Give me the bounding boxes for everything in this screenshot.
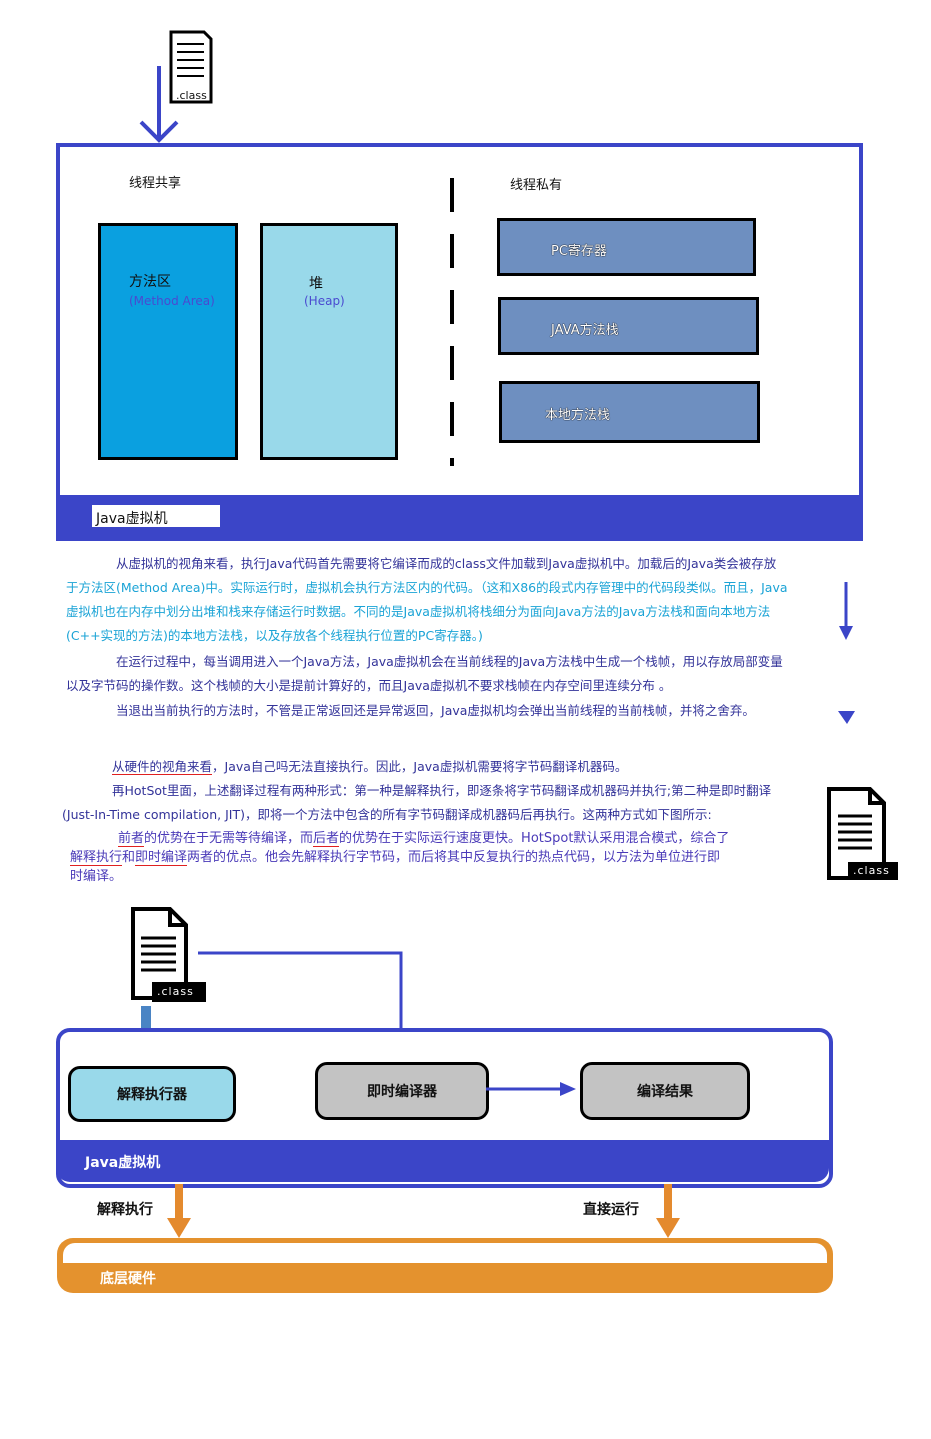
paragraph-2: 在运行过程中，每当调用进入一个Java方法，Java虚拟机会在当前线程的Java… (66, 650, 806, 698)
direct-run-arrow-label: 直接运行 (583, 1202, 639, 1218)
compile-result-label: 编译结果 (637, 1084, 693, 1100)
interpreter-box: 解释执行器 (68, 1066, 236, 1122)
p6-text-b: 的优势在于无需等待编译，而 (144, 831, 314, 846)
p6-latter: 后者 (313, 831, 340, 847)
p6-line-1: 前者的优势在于无需等待编译，而后者的优势在于实际运行速度更快。HotSpot默认… (118, 829, 858, 848)
p1-line-2: 于方法区(Method Area)中。实际运行时，虚拟机会执行方法区内的代码。（… (66, 580, 788, 595)
paragraph-6: 前者的优势在于无需等待编译，而后者的优势在于实际运行速度更快。HotSpot默认… (70, 829, 810, 886)
bottom-class-label: .class (157, 985, 194, 998)
p1-line-4: (C++实现的方法)的本地方法栈，以及存放各个线程执行位置的PC寄存器。) (66, 628, 483, 643)
p2-line-1: 在运行过程中，每当调用进入一个Java方法，Java虚拟机会在当前线程的Java… (116, 654, 783, 669)
java-stack-box (498, 297, 759, 355)
thread-shared-label: 线程共享 (129, 176, 182, 191)
native-stack-box (499, 381, 760, 443)
jvm-bottom-footer (56, 1140, 829, 1182)
pc-register-box (497, 218, 756, 276)
paragraph-4: 从硬件的视角来看，Java自己吗无法直接执行。因此，Java虚拟机需要将字节码翻… (112, 755, 627, 779)
side-class-file-icon (827, 787, 898, 880)
p6-line-2: 解释执行和即时编译两者的优点。他会先解释执行字节码，而后将其中反复执行的热点代码… (70, 848, 810, 867)
heap-box (260, 223, 398, 460)
java-stack-label: JAVA方法栈 (551, 323, 619, 338)
paragraph-5: 再HotSot里面，上述翻译过程有两种形式：第一种是解释执行，即逐条将字节码翻译… (62, 779, 802, 827)
native-stack-label: 本地方法栈 (545, 408, 611, 423)
compile-result-box: 编译结果 (580, 1062, 750, 1120)
p6-line-3: 时编译。 (70, 869, 123, 884)
p6-text-f: 和 (122, 850, 136, 865)
direct-run-down-arrow-icon (656, 1184, 680, 1238)
p6-interpret: 解释执行 (70, 850, 123, 866)
side-down-arrow-icon (839, 582, 853, 640)
hardware-label: 底层硬件 (100, 1271, 156, 1287)
heap-subtitle: (Heap) (304, 294, 345, 308)
jvm-label-box (92, 505, 220, 527)
side-triangle-icon (838, 711, 855, 724)
method-area-subtitle: (Method Area) (129, 294, 215, 308)
jvm-label: Java虚拟机 (96, 511, 168, 527)
paragraph-1: 从虚拟机的视角来看，执行Java代码首先需要将它编译而成的class文件加载到J… (66, 552, 806, 648)
paragraph-3: 当退出当前执行的方法时，不管是正常返回还是异常返回，Java虚拟机均会弹出当前线… (116, 703, 755, 718)
jit-compiler-label: 即时编译器 (367, 1084, 437, 1100)
hardware-bar-highlight (63, 1243, 827, 1263)
jvm-bottom-label: Java虚拟机 (85, 1155, 161, 1171)
p6-text-d: 的优势在于实际运行速度更快。HotSpot默认采用混合模式，综合了 (339, 831, 730, 846)
p6-former: 前者 (118, 831, 145, 847)
interpret-arrow-label: 解释执行 (97, 1202, 153, 1218)
p1-line-1: 从虚拟机的视角来看，执行Java代码首先需要将它编译而成的class文件加载到J… (116, 556, 777, 571)
divider-dashed (450, 178, 454, 466)
p6-text-h: 两者的优点。他会先解释执行字节码，而后将其中反复执行的热点代码，以方法为单位进行… (187, 850, 721, 865)
method-area-box (98, 223, 238, 460)
p4-rest: ，Java自己吗无法直接执行。因此，Java虚拟机需要将字节码翻译机器码。 (212, 759, 628, 774)
class-file-label: .class (176, 89, 207, 102)
thread-private-label: 线程私有 (510, 178, 563, 193)
pc-register-label: PC寄存器 (551, 244, 607, 259)
class-file-icon (169, 30, 213, 104)
heap-title: 堆 (309, 276, 323, 292)
p6-jit: 即时编译 (135, 850, 188, 866)
load-arrow-icon (139, 66, 179, 143)
interpreter-label: 解释执行器 (117, 1087, 187, 1103)
p1-line-3: 虚拟机也在内存中划分出堆和栈来存储运行时数据。不同的是Java虚拟机将栈细分为面… (66, 604, 771, 619)
p5-line-1: 再HotSot里面，上述翻译过程有两种形式：第一种是解释执行，即逐条将字节码翻译… (112, 783, 772, 798)
side-class-label: .class (853, 864, 890, 877)
jit-compiler-box: 即时编译器 (315, 1062, 489, 1120)
p2-line-2: 以及字节码的操作数。这个栈帧的大小是提前计算好的，而且Java虚拟机不要求栈帧在… (66, 678, 672, 693)
bottom-class-file-icon (131, 907, 206, 1002)
interpret-down-arrow-icon (167, 1184, 191, 1238)
p5-line-2: (Just-In-Time compilation, JIT)，即将一个方法中包… (62, 807, 712, 822)
p4-underlined: 从硬件的视角来看 (112, 759, 213, 775)
method-area-title: 方法区 (129, 274, 171, 290)
jit-to-result-arrow-icon (486, 1082, 576, 1096)
